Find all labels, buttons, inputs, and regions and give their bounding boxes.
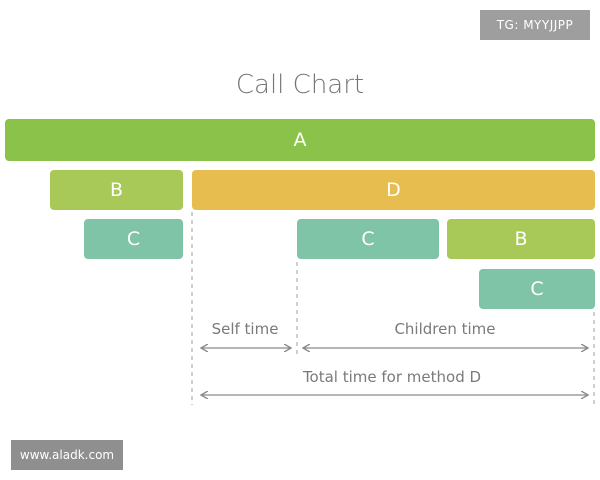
diagram-title: Call Chart [235,70,365,100]
total-time-label: Total time for method D [302,368,482,386]
method-bar-c-child-of-d: C [297,219,439,259]
method-bar-c: C [84,219,183,259]
watermark-top: TG: MYYJJPP [480,10,590,40]
method-bar-b-child-of-d: B [447,219,595,259]
method-bar-a: A [5,119,595,161]
method-bar-b: B [50,170,183,210]
watermark-bottom: www.aladk.com [11,440,123,470]
self-time-label: Self time [211,320,279,338]
children-time-label: Children time [394,320,496,338]
method-bar-c-child-of-b: C [479,269,595,309]
method-bar-d: D [192,170,595,210]
